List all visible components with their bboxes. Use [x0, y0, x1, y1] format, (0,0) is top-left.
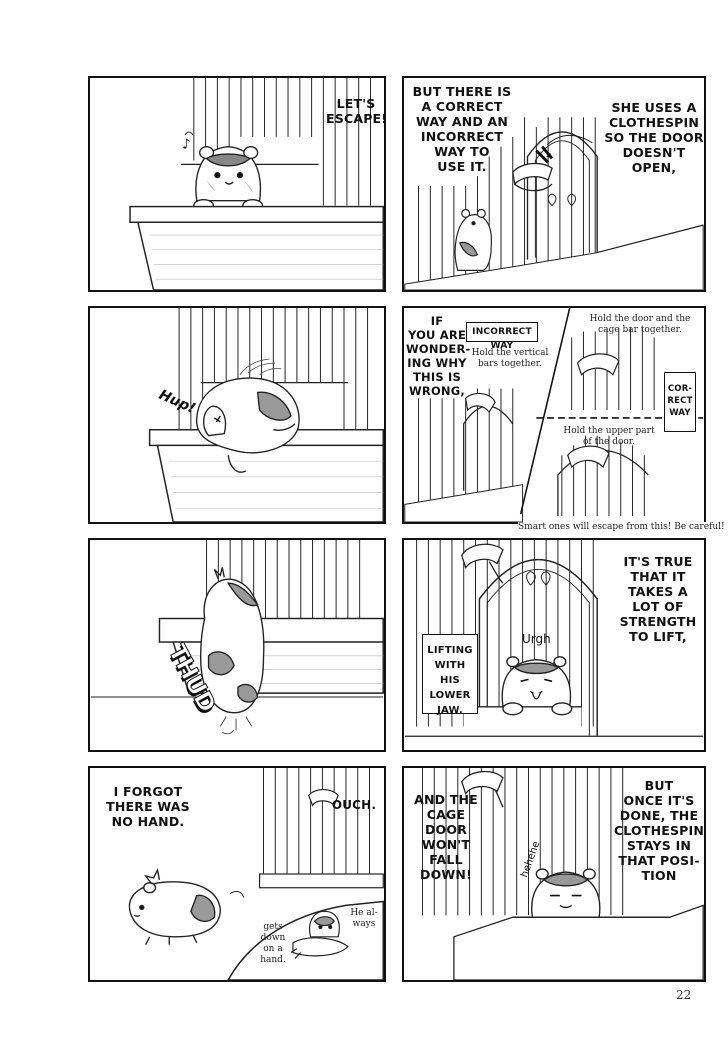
cage-door-arch — [478, 558, 598, 737]
hamster-on-hand — [290, 910, 349, 959]
narration-wondering: IF YOU ARE WONDER- ING WHY THIS IS WRONG… — [406, 314, 471, 398]
sfx-urgh: Urgh — [522, 632, 551, 646]
narration-strength: IT'S TRUE THAT IT TAKES A LOT OF STRENGT… — [619, 554, 697, 644]
panel-6: Urgh LIFTING WITH HIS LOWER JAW. IT'S TR… — [402, 538, 706, 752]
cage-tray — [148, 428, 384, 522]
clothespin — [307, 789, 339, 807]
panel-3: Hup! — [88, 306, 386, 524]
note-he-always: He al- ways — [350, 908, 378, 929]
speech-ouch: OUCH. — [331, 798, 377, 812]
hamster-lifting — [501, 656, 573, 716]
narration-correct-way: BUT THERE IS A CORRECT WAY AND AN INCORR… — [412, 84, 512, 174]
panel-4: IF YOU ARE WONDER- ING WHY THIS IS WRONG… — [402, 306, 706, 524]
clothespin-correct-top — [576, 353, 620, 376]
note-vertical-bars: Hold the vertical bars together. — [471, 348, 549, 369]
narration-no-hand: I FORGOT THERE WAS NO HAND. — [106, 784, 190, 829]
small-hamster — [454, 208, 492, 271]
panel-7: I FORGOT THERE WAS NO HAND. OUCH. He al-… — [88, 766, 386, 982]
narration-clothespin: SHE USES A CLOTHESPIN SO THE DOOR DOESN'… — [604, 100, 704, 175]
warning-smart-ones: Smart ones will escape from this! Be car… — [518, 522, 726, 533]
panel-2-art — [404, 117, 704, 290]
clothespin-hanging — [461, 543, 504, 584]
note-upper-part: Hold the upper part of the door. — [563, 426, 655, 447]
clothespin-hanging — [461, 771, 504, 808]
hamster-on-floor — [128, 867, 222, 945]
narration-stays-in-position: BUT ONCE IT'S DONE, THE CLOTHESPIN STAYS… — [613, 778, 705, 883]
clothespin-correct-bottom — [567, 445, 610, 469]
svg-text:♪: ♪ — [182, 137, 191, 153]
panel-3-art — [148, 308, 384, 522]
hamster-smug — [531, 868, 601, 918]
note-gets-down: gets down on a hand. — [260, 922, 286, 965]
cage-door-arch — [526, 131, 598, 260]
panel-4-art — [404, 308, 704, 522]
panel-1: ♪ LET'S ESCAPE! — [88, 76, 386, 292]
panel-5: THUD — [88, 538, 386, 752]
narration-door-wont-fall: AND THE CAGE DOOR WON'T FALL DOWN! — [414, 792, 478, 882]
panel-2: BUT THERE IS A CORRECT WAY AND AN INCORR… — [402, 76, 706, 292]
note-door-and-bar: Hold the door and the cage bar together. — [589, 314, 691, 335]
panel-7-art — [128, 768, 384, 980]
cage-tray — [129, 205, 384, 290]
panel-8-art — [421, 768, 704, 980]
panel-6-art — [404, 540, 704, 737]
hamster-falling — [200, 567, 265, 714]
speech-lets-escape: LET'S ESCAPE! — [326, 96, 386, 126]
label-correct-way: COR- RECT WAY — [664, 372, 696, 432]
clothespin-incorrect — [465, 392, 496, 414]
page-number: 22 — [676, 988, 692, 1002]
clothespin — [512, 162, 553, 192]
panel-8: AND THE CAGE DOOR WON'T FALL DOWN! heheh… — [402, 766, 706, 982]
panel-5-art — [90, 540, 384, 735]
panel-1-art: ♪ — [129, 78, 384, 290]
caption-lifting: LIFTING WITH HIS LOWER JAW. — [422, 634, 478, 716]
hamster-climbing — [196, 377, 300, 473]
label-incorrect-way: INCORRECT WAY — [466, 322, 538, 351]
